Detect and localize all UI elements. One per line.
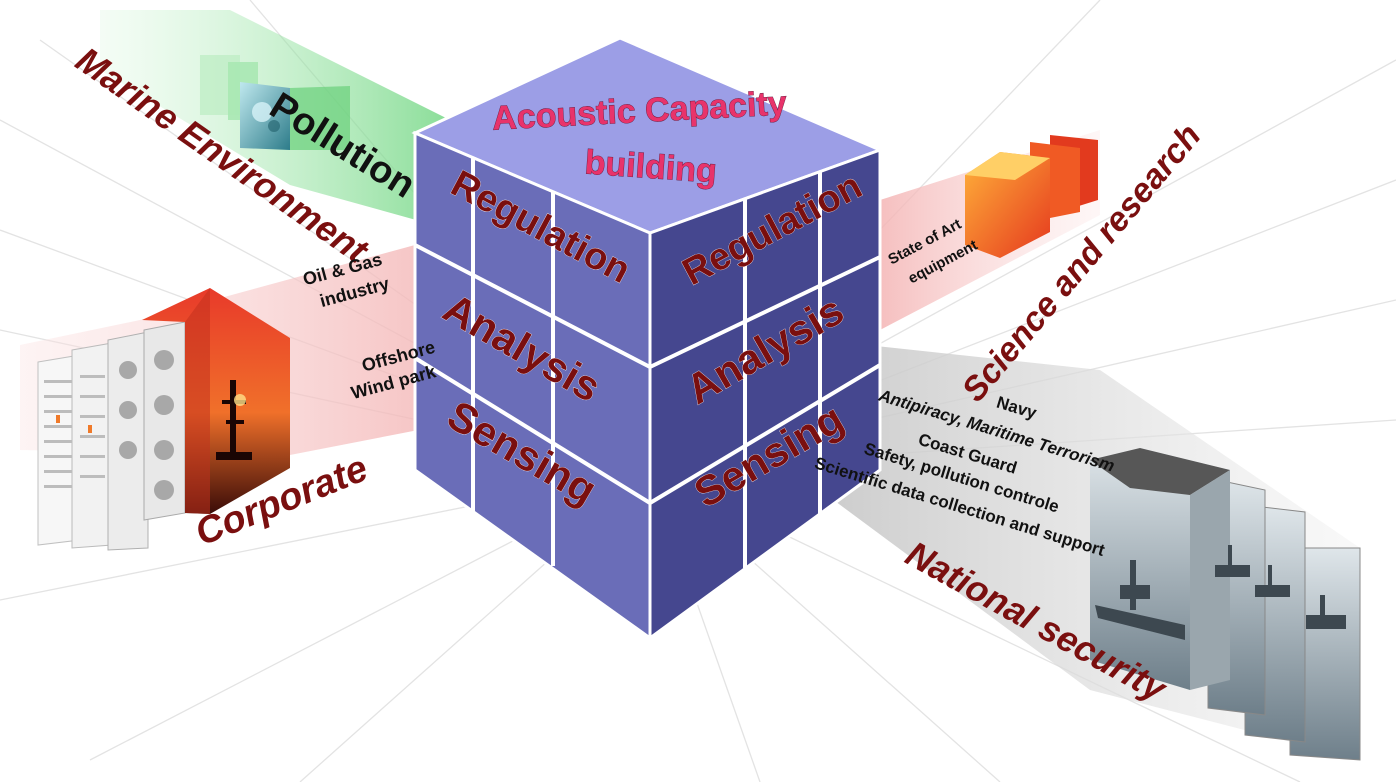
science-beam: [880, 130, 1100, 330]
pollution-beam: [100, 10, 470, 235]
navy-ship-images: [1090, 448, 1361, 761]
science-image: [965, 135, 1098, 258]
cube-left-grid: [413, 158, 652, 566]
oil-rig-image: [142, 288, 290, 514]
corporate-beam: [20, 230, 470, 551]
capacity-cube: Acoustic Capacity building Regulation An…: [411, 36, 885, 641]
pollution-image: [240, 82, 290, 150]
security-beam: [820, 340, 1361, 761]
cube-top-label-line2: building: [584, 143, 719, 190]
cube-right-grid: [648, 172, 882, 568]
document-panels: [37, 321, 186, 551]
